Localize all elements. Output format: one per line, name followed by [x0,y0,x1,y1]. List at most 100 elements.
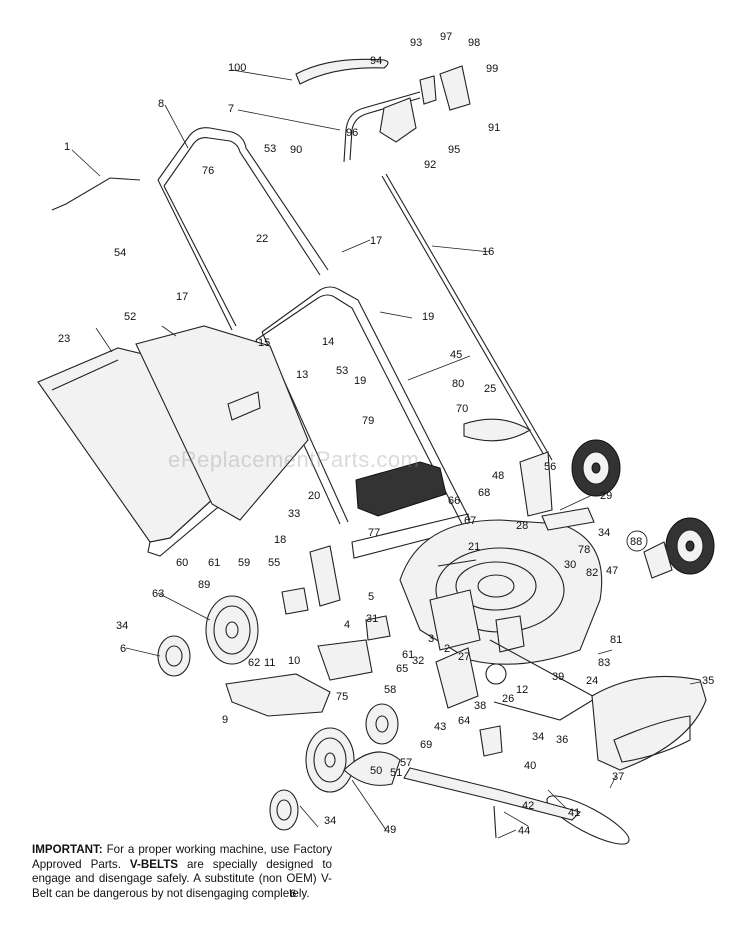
leader-lines [71,69,701,839]
part-label: 40 [524,760,536,772]
part-label: 93 [410,37,422,49]
front-wheel-lower [643,517,715,579]
part-label: 47 [606,565,618,577]
part-label: 95 [448,144,460,156]
part-label: 1 [64,141,70,153]
upper-handle [157,127,329,331]
part-label: 8 [158,98,164,110]
part-label: 26 [502,693,514,705]
part-label: 54 [114,247,126,259]
part-label: 88 [630,536,642,548]
grass-bag [37,325,309,557]
transmission [435,639,601,721]
part-label: 70 [456,403,468,415]
part-label: 24 [586,675,598,687]
blade [403,725,582,839]
part-label: 32 [412,655,424,667]
part-label: 17 [176,291,188,303]
part-label: 58 [384,684,396,696]
control-bail [295,58,421,163]
part-label: 6 [290,888,296,900]
part-label: 27 [458,651,470,663]
part-label: 76 [202,165,214,177]
part-label: 23 [58,333,70,345]
part-label: 55 [268,557,280,569]
part-label: 4 [344,619,350,631]
part-label: 28 [516,520,528,532]
part-label: 80 [452,378,464,390]
v-belt [546,795,630,845]
part-label: 92 [424,159,436,171]
part-label: 14 [322,336,334,348]
front-wheel-upper [571,439,621,497]
part-label: 48 [492,470,504,482]
part-label: 16 [482,246,494,258]
part-label: 49 [384,824,396,836]
part-label: 62 [248,657,260,669]
part-label: 39 [552,671,564,683]
note-text-2: are specially designed to engage and dis… [32,857,332,900]
part-label: 69 [420,739,432,751]
part-label: 19 [354,375,366,387]
part-label: 43 [434,721,446,733]
part-label: 75 [336,691,348,703]
part-label: 89 [198,579,210,591]
part-label: 2 [444,643,450,655]
part-label: 12 [516,684,528,696]
rear-wheel-lower [269,703,399,831]
part-label: 94 [370,55,382,67]
watermark: eReplacementParts.com [168,447,420,472]
part-label: 81 [610,634,622,646]
part-label: 82 [586,567,598,579]
part-label: 10 [288,655,300,667]
part-label: 38 [474,700,486,712]
part-label: 19 [422,311,434,323]
part-label: 20 [308,490,320,502]
part-label: 34 [598,527,610,539]
part-label: 60 [176,557,188,569]
part-label: 36 [556,734,568,746]
part-label: 21 [468,541,480,553]
mower-deck [399,519,603,665]
part-label: 6 [120,643,126,655]
part-label: 99 [486,63,498,75]
part-label: 78 [578,544,590,556]
part-label: 56 [544,461,556,473]
part-label: 53 [336,365,348,377]
part-labels: 1 2 3 4 5 6 6 7 8 9 10 11 12 13 14 15 16… [58,31,714,900]
note-vbelts: V-BELTS [129,857,179,871]
part-label: 15 [258,337,270,349]
part-label: 45 [450,349,462,361]
part-label: 50 [370,765,382,777]
part-label: 22 [256,233,268,245]
part-label: 35 [702,675,714,687]
part-label: 11 [264,657,275,669]
part-label: 34 [324,815,336,827]
part-label: 34 [532,731,544,743]
part-label: 53 [264,143,276,155]
part-label: 25 [484,383,496,395]
important-note: IMPORTANT: For a proper working machine,… [32,843,332,901]
part-label: 3 [428,633,434,645]
part-label: 31 [366,613,378,625]
part-label: 33 [288,508,300,520]
part-label: 7 [228,103,234,115]
rear-wheel-upper [157,595,259,677]
part-label: 98 [468,37,480,49]
part-label: 13 [296,369,308,381]
shift-rod [51,173,553,463]
part-label: 100 [228,62,246,74]
part-label: 96 [346,127,358,139]
part-label: 79 [362,415,374,427]
part-label: 61 [208,557,220,569]
part-label: 44 [518,825,530,837]
part-label: 97 [440,31,452,43]
part-label: 67 [464,515,476,527]
part-label: 59 [238,557,250,569]
part-label: 52 [124,311,136,323]
part-label: 17 [370,235,382,247]
part-label: 68 [478,487,490,499]
part-label: 91 [488,122,500,134]
side-discharge-chute [225,639,373,717]
